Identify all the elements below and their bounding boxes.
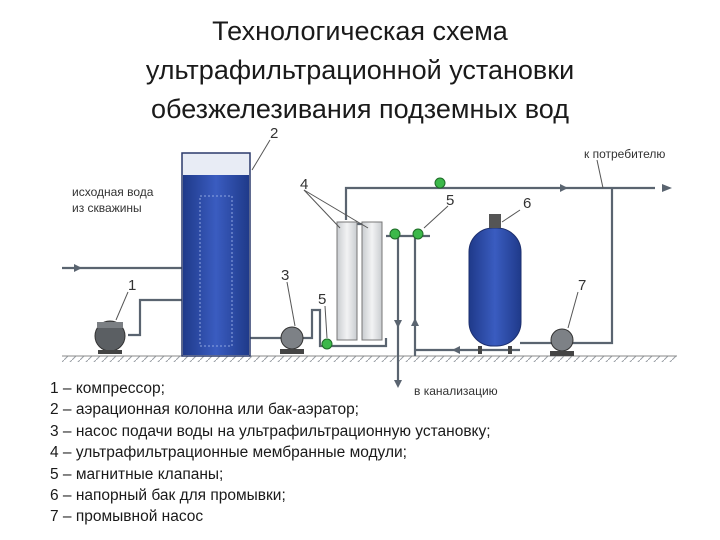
arrow-drain: [394, 380, 402, 388]
ground: [62, 355, 677, 362]
legend-item-7: 7 – промывной насос: [50, 508, 204, 526]
arrow-header-right: [560, 184, 568, 192]
number-aeration-column: 2: [270, 125, 278, 142]
number-valve-top: 5: [446, 192, 454, 209]
flush-loop-pipe: [572, 188, 614, 345]
valve-left: [389, 228, 401, 240]
label-to-consumer: к потребителю: [584, 147, 665, 161]
number-feed-pump: 3: [281, 267, 289, 284]
arrow-consumer: [662, 184, 672, 192]
arrow-inlet: [74, 264, 82, 272]
title-line-1: Технологическая схема: [212, 16, 508, 46]
number-valve-bottom: 5: [318, 291, 326, 308]
number-membrane-modules: 4: [300, 176, 308, 193]
valve-right: [412, 228, 424, 240]
number-flush-pump: 7: [578, 277, 586, 294]
legend: 1 – компрессор; 2 – аэрационная колонна …: [50, 378, 491, 528]
air-pipe: [128, 298, 190, 337]
pump-discharge-pipe: [300, 308, 388, 348]
arrow-up: [411, 318, 419, 326]
arrow-return: [452, 346, 460, 354]
label-source-water-2: из скважины: [72, 201, 142, 215]
module-header-pipe: [344, 186, 655, 220]
label-to-sewer: в канализацию: [414, 384, 498, 398]
membrane-module-2: [361, 221, 383, 341]
legend-item-1: 1 – компрессор;: [50, 380, 165, 397]
pipe-network: [62, 186, 655, 380]
legend-item-6: 6 – напорный бак для промывки;: [50, 487, 286, 505]
magnetic-valves: [321, 177, 446, 350]
leader-lines: [115, 139, 604, 339]
flow-arrows: [74, 184, 672, 388]
compressor: [94, 320, 126, 354]
membrane-module-1: [336, 221, 358, 341]
legend-item-3: 3 – насос подачи воды на ультрафильтраци…: [50, 422, 491, 440]
legend-item-4: 4 – ультрафильтрационные мембранные моду…: [50, 444, 407, 462]
flush-pump: [550, 328, 574, 356]
title-line-3: обезжелезивания подземных вод: [151, 94, 569, 124]
membrane-modules: [336, 221, 383, 341]
number-compressor: 1: [128, 277, 136, 294]
arrow-down: [394, 320, 402, 328]
slide-title: Технологическая схема ультрафильтрационн…: [0, 12, 720, 129]
label-source-water-1: исходная вода: [72, 185, 154, 199]
legend-item-2: 2 – аэрационная колонна или бак-аэратор;: [50, 401, 359, 419]
legend-item-5: 5 – магнитные клапаны;: [50, 465, 224, 483]
aeration-column: [181, 152, 251, 357]
feed-pump: [280, 326, 304, 354]
pressure-tank: [468, 214, 522, 354]
title-line-2: ультрафильтрационной установки: [145, 55, 575, 85]
number-pressure-tank: 6: [523, 195, 531, 212]
valve-top: [434, 177, 446, 189]
valve-bottom: [321, 338, 333, 350]
